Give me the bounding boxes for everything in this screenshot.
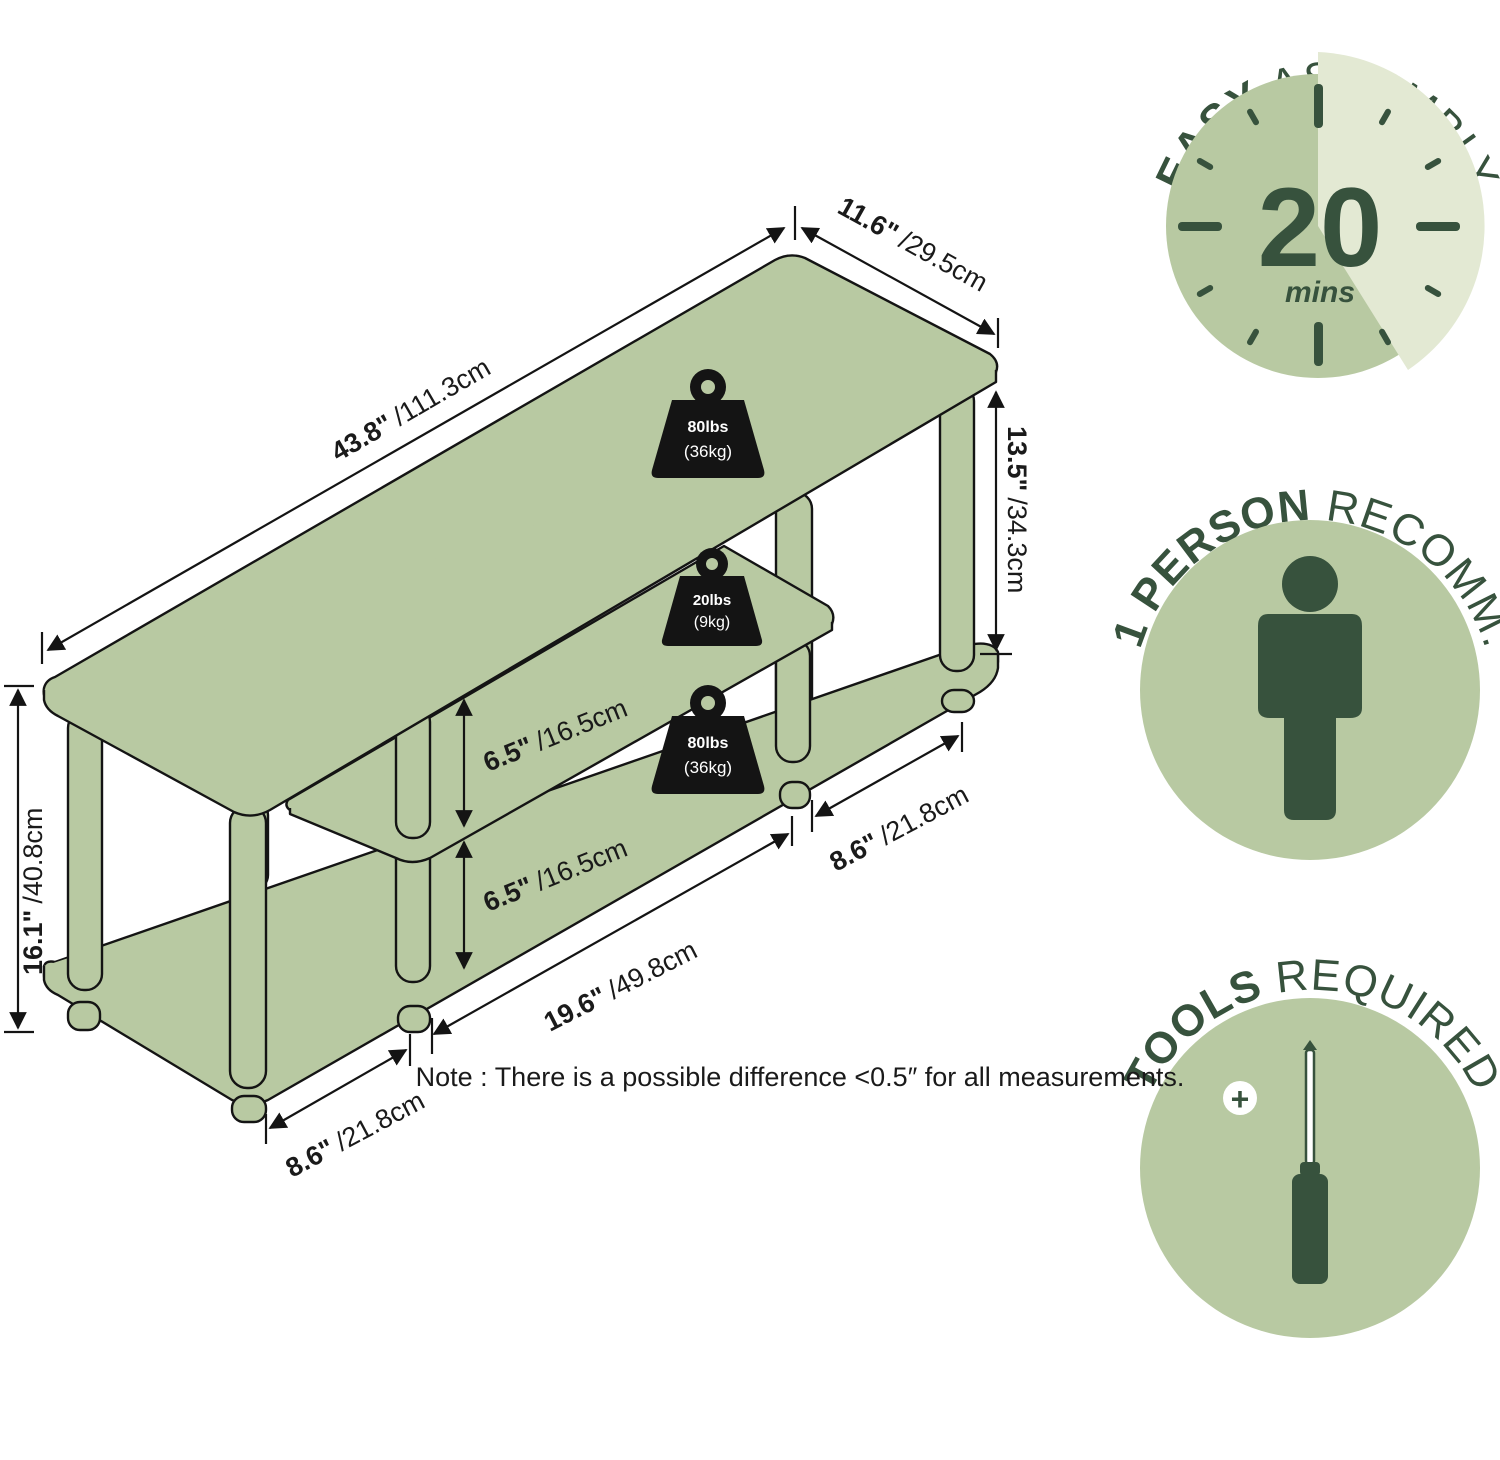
weight-icon-top: 80lbs (36kg) (651, 369, 765, 478)
tools-required-badge: TOOLS REQUIRED + (1115, 950, 1500, 1338)
svg-text:80lbs: 80lbs (688, 419, 729, 436)
dim-label-depth: 11.6"/29.5cm (833, 191, 993, 298)
svg-text:(9kg): (9kg) (694, 614, 730, 631)
tv-stand-illustration (42, 254, 1000, 1124)
measurement-note: Note : There is a possible difference <0… (416, 1062, 1185, 1092)
person-icon (1258, 556, 1362, 820)
screwdriver-icon (1292, 1040, 1328, 1284)
easy-assembly-badge: EASY ASSEMBLY 20 mins (1146, 52, 1500, 378)
assembly-minutes-number: 20 (1258, 165, 1383, 290)
clock-ticks-icon (1178, 84, 1460, 366)
foot (940, 688, 976, 714)
front-leg (228, 804, 268, 1090)
foot (66, 1000, 102, 1032)
svg-text:(36kg): (36kg) (684, 758, 732, 777)
dimension-lines (4, 206, 1012, 1144)
front-leg (66, 710, 104, 992)
foot (778, 780, 812, 810)
weight-icon-bottom: 80lbs (36kg) (651, 685, 765, 794)
svg-text:80lbs: 80lbs (688, 735, 729, 752)
weight-icon-middle: 20lbs (9kg) (661, 548, 763, 646)
svg-text:20lbs: 20lbs (693, 592, 731, 609)
front-leg (938, 383, 976, 673)
dim-label-top-gap: 13.5"/34.3cm (1002, 426, 1032, 593)
dim-label-side-depth-left: 8.6"/21.8cm (281, 1085, 430, 1183)
dim-label-inner-width: 19.6"/49.8cm (539, 935, 702, 1038)
plus-icon: + (1223, 1081, 1257, 1117)
foot (396, 1004, 432, 1034)
svg-text:(36kg): (36kg) (684, 442, 732, 461)
svg-text:+: + (1231, 1081, 1250, 1117)
dim-label-side-depth-right: 8.6"/21.8cm (825, 779, 974, 877)
foot (230, 1094, 268, 1124)
one-person-badge: 1 PERSON RECOMM. (1103, 480, 1500, 860)
assembly-minutes-unit: mins (1285, 276, 1355, 309)
dim-label-height: 16.1"/40.8cm (18, 808, 48, 975)
